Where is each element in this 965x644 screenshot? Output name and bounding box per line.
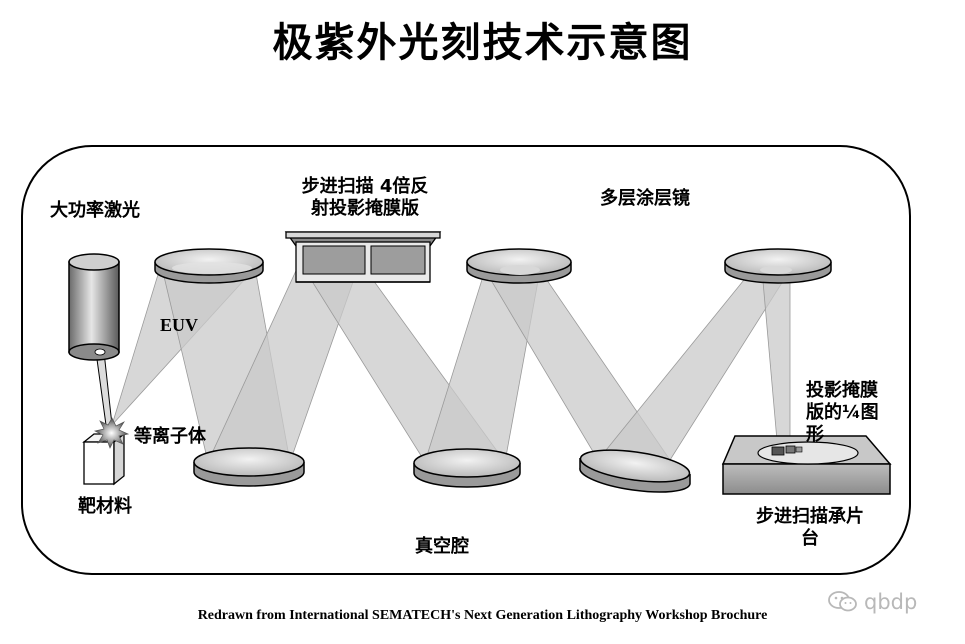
- lower-mirror-2: [413, 448, 521, 488]
- beam-lower-mirror-3-to-mirror-4: [597, 269, 791, 461]
- upper-mirror-2: [466, 248, 572, 284]
- label-plasma: 等离子体: [134, 426, 206, 447]
- label-quarter-mask-pattern: 投影掩膜 版的¼图 形: [806, 380, 879, 446]
- label-reflective-mask-line-1: 步进扫描 4倍反: [301, 176, 429, 197]
- beam-mirror-4-to-wafer: [761, 269, 791, 453]
- euv-beam-path: [111, 261, 791, 463]
- upper-mirror-3: [724, 248, 832, 284]
- label-vacuum-chamber: 真空腔: [415, 536, 469, 557]
- label-wafer-stage-line-1: 步进扫描承片: [756, 506, 864, 527]
- label-euv: EUV: [160, 315, 199, 335]
- lower-mirror-3-tilted: [579, 449, 691, 493]
- watermark: qbdp: [828, 588, 917, 616]
- reflective-mask: [284, 231, 442, 283]
- lower-mirror-1: [193, 447, 305, 487]
- label-wafer-stage: 步进扫描承片 台: [735, 506, 885, 550]
- source-caption: Redrawn from International SEMATECH's Ne…: [197, 608, 768, 623]
- laser-source: [68, 253, 120, 426]
- label-high-power-laser: 大功率激光: [50, 200, 140, 221]
- label-wafer-stage-line-2: 台: [801, 528, 819, 549]
- label-quarter-line-3: 形: [806, 424, 824, 445]
- diagram-title: 极紫外光刻技术示意图: [272, 19, 693, 66]
- wafer-stage: [721, 435, 892, 495]
- plasma-spark-icon: [93, 417, 130, 449]
- watermark-text: qbdp: [864, 590, 918, 614]
- wechat-icon: [828, 591, 857, 612]
- label-reflective-mask-line-2: 射投影掩膜版: [311, 198, 419, 219]
- label-quarter-line-1: 投影掩膜: [806, 380, 878, 401]
- label-reflective-mask: 步进扫描 4倍反 射投影掩膜版: [270, 176, 460, 220]
- target-material-box: [82, 432, 126, 486]
- upper-mirror-1: [154, 248, 264, 284]
- label-multilayer-mirrors: 多层涂层镜: [600, 188, 690, 209]
- label-quarter-line-2: 版的¼图: [806, 402, 879, 423]
- vacuum-chamber: [21, 145, 911, 575]
- label-target-material: 靶材料: [78, 496, 132, 517]
